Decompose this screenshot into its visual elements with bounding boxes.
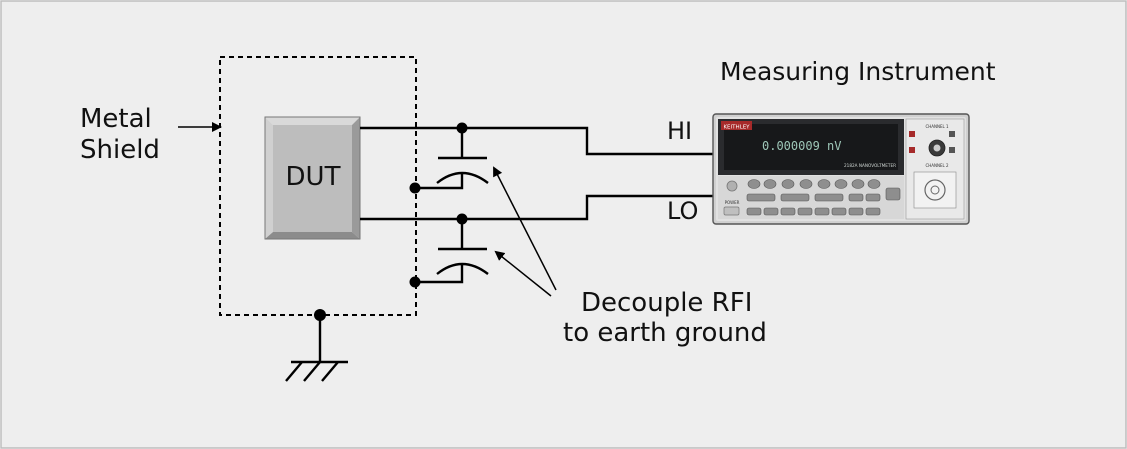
channel1-jack-right (949, 131, 955, 137)
decouple-arrow-upper (493, 166, 557, 291)
power-label: POWER (725, 200, 740, 205)
lo-wire (360, 194, 716, 221)
lo-label: LO (667, 197, 698, 225)
measuring-instrument: KEITHLEY 0.000009 nV 2182A NANOVOLTMETER… (712, 113, 970, 225)
dut-block (264, 116, 361, 240)
dut-label: DUT (286, 162, 341, 192)
measuring-instrument-label: Measuring Instrument (720, 57, 996, 86)
earth-ground-icon (285, 309, 348, 382)
hi-label: HI (667, 117, 692, 145)
metal-shield-label-line1: Metal (80, 104, 152, 134)
capacitor-lo (409, 213, 489, 288)
channel2-jack-right (949, 147, 955, 153)
power-button[interactable] (726, 180, 738, 192)
decouple-label-line2: to earth ground (563, 318, 767, 348)
instrument-display (724, 124, 898, 170)
brand-badge (721, 121, 752, 130)
display-reading: 0.000009 nV (762, 139, 841, 153)
channel2-jack-left (909, 147, 915, 153)
hi-wire (360, 126, 716, 156)
brand-label: KEITHLEY (723, 124, 750, 130)
channel1-jack-left (909, 131, 915, 137)
channel2-connector[interactable] (924, 179, 946, 201)
decouple-label-line1: Decouple RFI (581, 288, 752, 318)
capacitor-hi (409, 122, 489, 194)
metal-shield-label-line2: Shield (80, 135, 160, 165)
power-switch[interactable] (723, 206, 740, 216)
channel2-label: CHANNEL 2 (925, 163, 949, 168)
decouple-arrow-lower (494, 250, 552, 297)
channel1-label: CHANNEL 1 (925, 124, 949, 129)
model-label: 2182A NANOVOLTMETER (844, 163, 896, 168)
front-panel-buttons (746, 179, 901, 216)
